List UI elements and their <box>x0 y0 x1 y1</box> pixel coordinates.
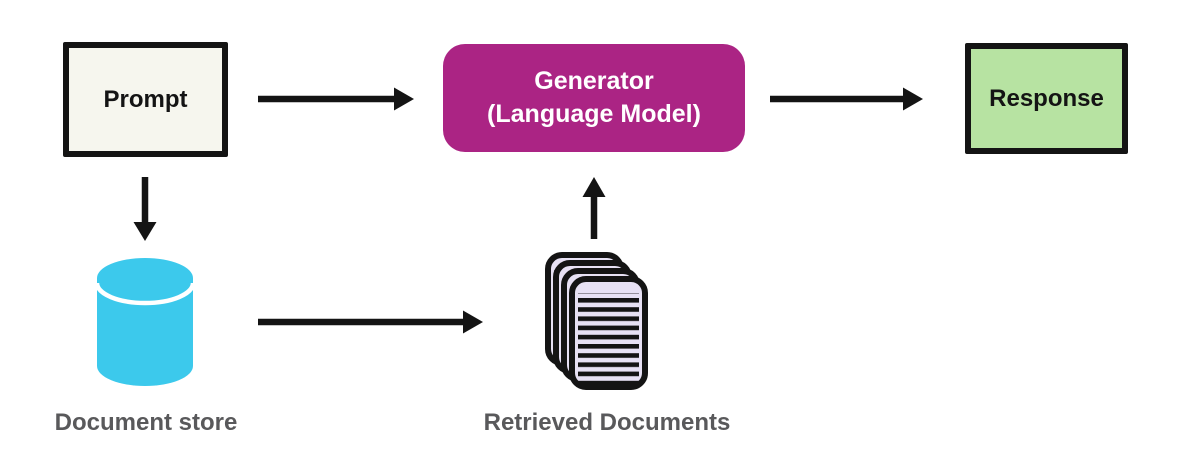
arrow-retrieved-documents-to-generator <box>582 177 606 239</box>
prompt-node: Prompt <box>63 42 228 157</box>
arrow-document-store-to-retrieved-documents <box>258 310 483 334</box>
document-sheet <box>569 276 648 390</box>
database-cylinder-icon <box>94 258 196 386</box>
document-stack-icon <box>545 252 648 390</box>
response-node: Response <box>965 43 1128 154</box>
arrow-prompt-to-document-store <box>133 177 157 241</box>
prompt-node-label: Prompt <box>103 85 188 113</box>
generator-node: Generator (Language Model) <box>443 44 745 152</box>
arrow-generator-to-response <box>770 87 923 111</box>
retrieved-documents-label: Retrieved Documents <box>483 409 731 436</box>
response-node-label: Response <box>989 84 1104 112</box>
arrow-prompt-to-generator <box>258 87 414 111</box>
generator-node-label-line2: (Language Model) <box>487 100 701 128</box>
generator-node-label-line1: Generator <box>534 67 654 95</box>
document-store-node <box>94 256 196 388</box>
document-store-label: Document store <box>54 409 238 436</box>
retrieved-documents-node <box>545 252 649 390</box>
